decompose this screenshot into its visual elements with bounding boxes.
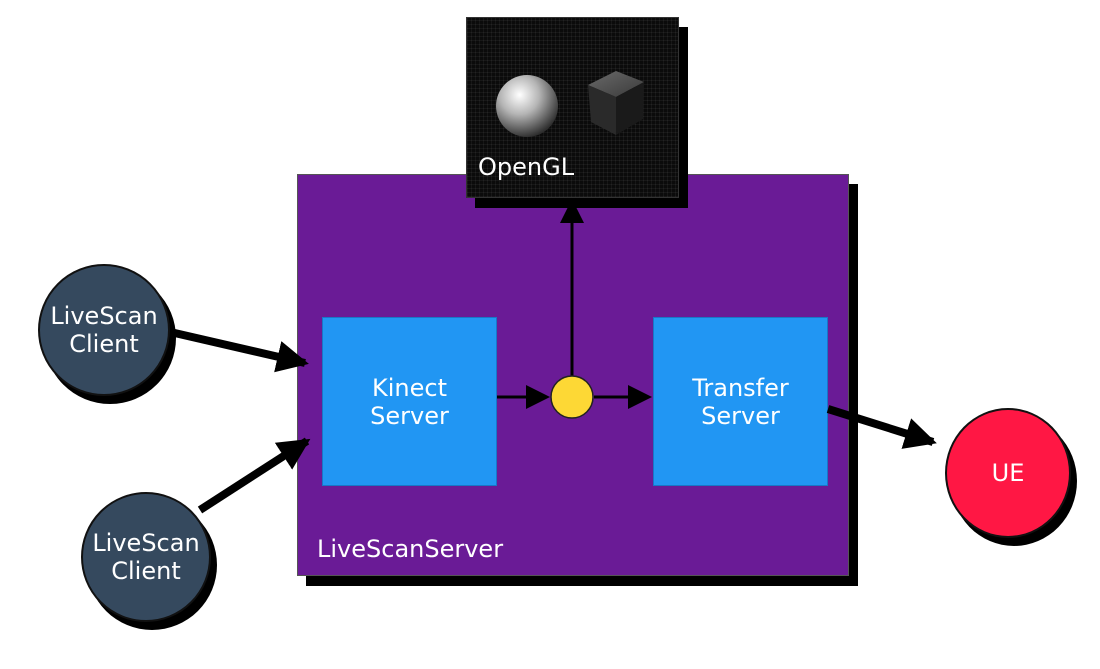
arrow-transfer-to-ue [826, 405, 937, 449]
transfer-server-box: Transfer Server [653, 317, 828, 486]
junction-node [550, 375, 594, 419]
client-2-line1: LiveScan [92, 529, 200, 557]
opengl-panel: OpenGL [466, 17, 679, 198]
transfer-server-line2: Server [701, 401, 780, 430]
livescan-client-1: LiveScan Client [38, 264, 170, 396]
ue-node: UE [945, 408, 1071, 538]
sphere-icon [496, 75, 558, 137]
client-1-line1: LiveScan [50, 302, 158, 330]
transfer-server-line1: Transfer [692, 373, 789, 402]
arrow-client1-to-kinect [165, 327, 309, 373]
kinect-server-line2: Server [370, 401, 449, 430]
livescan-server-label: LiveScanServer [317, 535, 504, 563]
client-2-line2: Client [111, 557, 181, 585]
ue-label: UE [991, 459, 1025, 487]
arrow-client2-to-kinect [197, 437, 311, 514]
livescan-client-2: LiveScan Client [81, 492, 211, 622]
cube-icon [588, 71, 644, 135]
kinect-server-box: Kinect Server [322, 317, 497, 486]
client-1-line2: Client [69, 330, 139, 358]
kinect-server-line1: Kinect [372, 373, 447, 402]
opengl-label: OpenGL [478, 153, 575, 181]
